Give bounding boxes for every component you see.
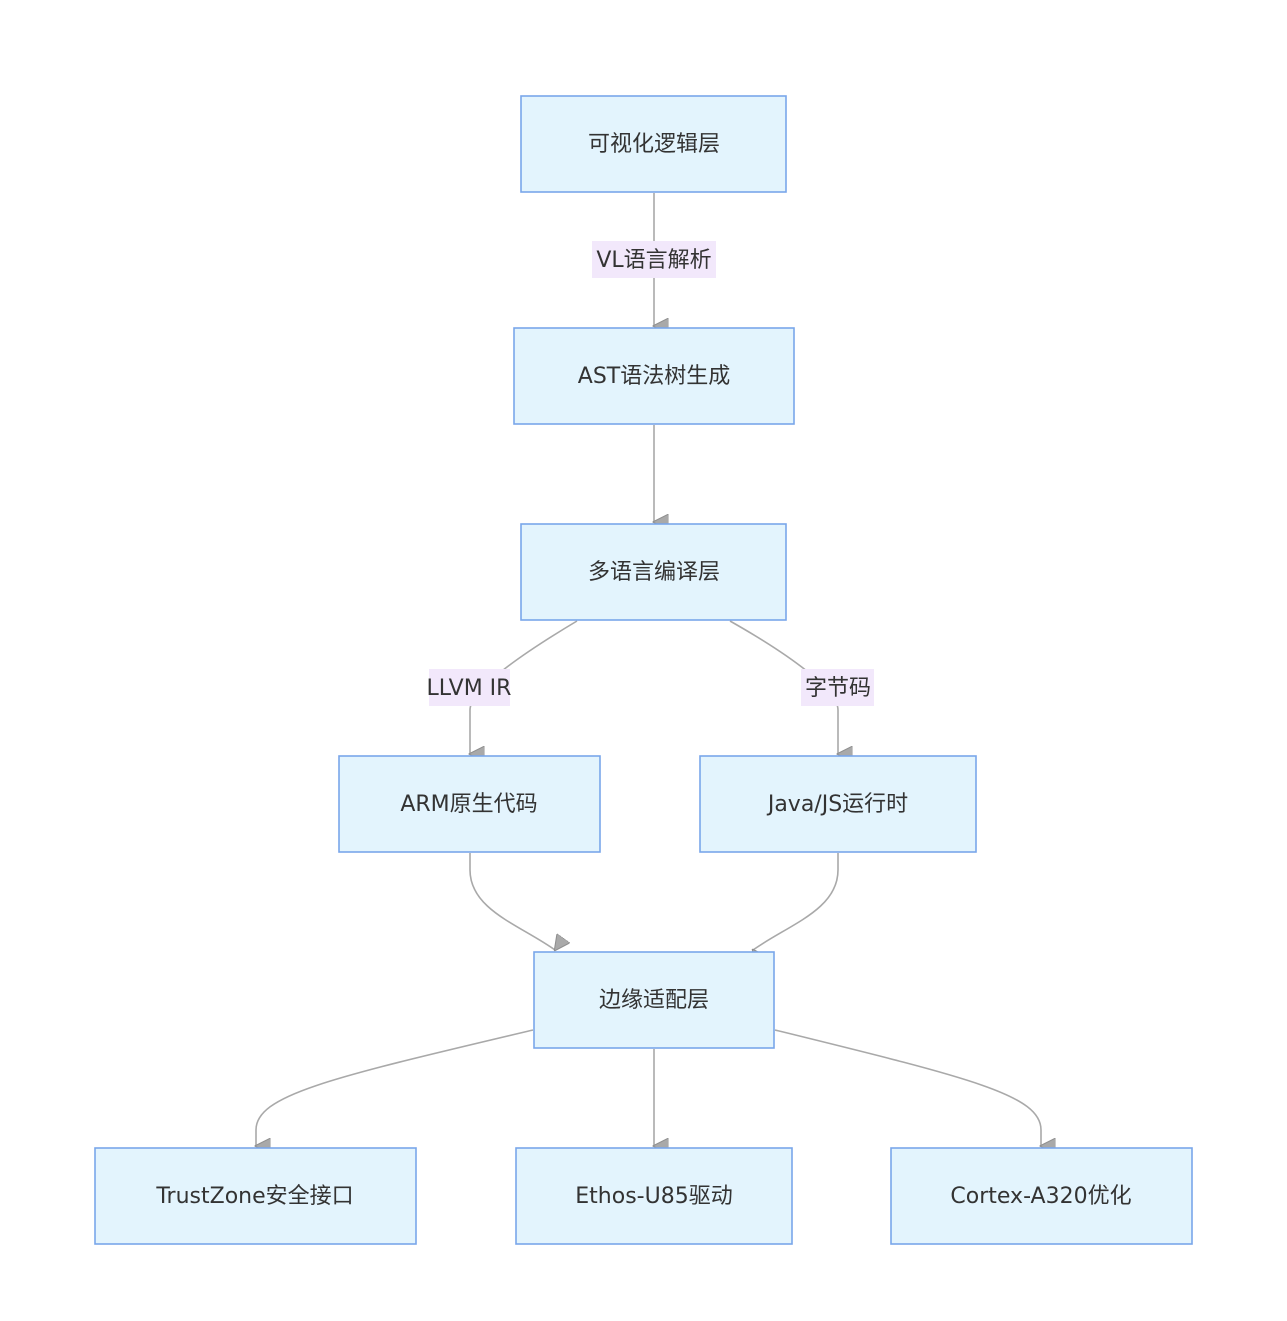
node-label: AST语法树生成 (578, 364, 730, 389)
edge-label-bytecode: 字节码 (801, 669, 874, 706)
node-label: 边缘适配层 (599, 988, 709, 1013)
edge-label-text: VL语言解析 (596, 248, 711, 273)
node-multi-language-compile-layer[interactable]: 多语言编译层 (520, 523, 787, 621)
edge-labels: VL语言解析 LLVM IR 字节码 (427, 241, 874, 706)
node-trustzone-security-interface[interactable]: TrustZone安全接口 (94, 1147, 417, 1245)
edge-arm-to-edge (469, 853, 555, 950)
node-label: ARM原生代码 (400, 792, 537, 817)
edge-label-text: LLVM IR (427, 676, 512, 701)
node-label: 多语言编译层 (588, 560, 720, 585)
node-ethos-u85-driver[interactable]: Ethos-U85驱动 (515, 1147, 793, 1245)
edge-edge-to-trustzone (256, 1029, 534, 1146)
node-edge-adaptation-layer[interactable]: 边缘适配层 (533, 951, 775, 1049)
node-label: Ethos-U85驱动 (575, 1184, 732, 1209)
node-cortex-a320-optimization[interactable]: Cortex-A320优化 (890, 1147, 1193, 1245)
edge-label-llvm-ir: LLVM IR (427, 669, 512, 706)
edge-edge-to-cortex (774, 1029, 1041, 1146)
node-label: 可视化逻辑层 (588, 132, 720, 157)
node-label: Cortex-A320优化 (950, 1184, 1131, 1209)
node-label: Java/JS运行时 (766, 792, 908, 817)
edge-jvm-to-edge (753, 853, 839, 950)
node-visual-logic-layer[interactable]: 可视化逻辑层 (520, 95, 787, 193)
nodes: 可视化逻辑层 AST语法树生成 多语言编译层 ARM原生代码 Java/JS运行… (94, 95, 1193, 1245)
edges (256, 193, 1041, 1146)
edge-label-vl-parse: VL语言解析 (592, 241, 716, 278)
node-label: TrustZone安全接口 (155, 1184, 353, 1209)
node-java-js-runtime[interactable]: Java/JS运行时 (699, 755, 977, 853)
node-ast-generation[interactable]: AST语法树生成 (513, 327, 795, 425)
node-arm-native-code[interactable]: ARM原生代码 (338, 755, 601, 853)
edge-label-text: 字节码 (805, 676, 871, 701)
